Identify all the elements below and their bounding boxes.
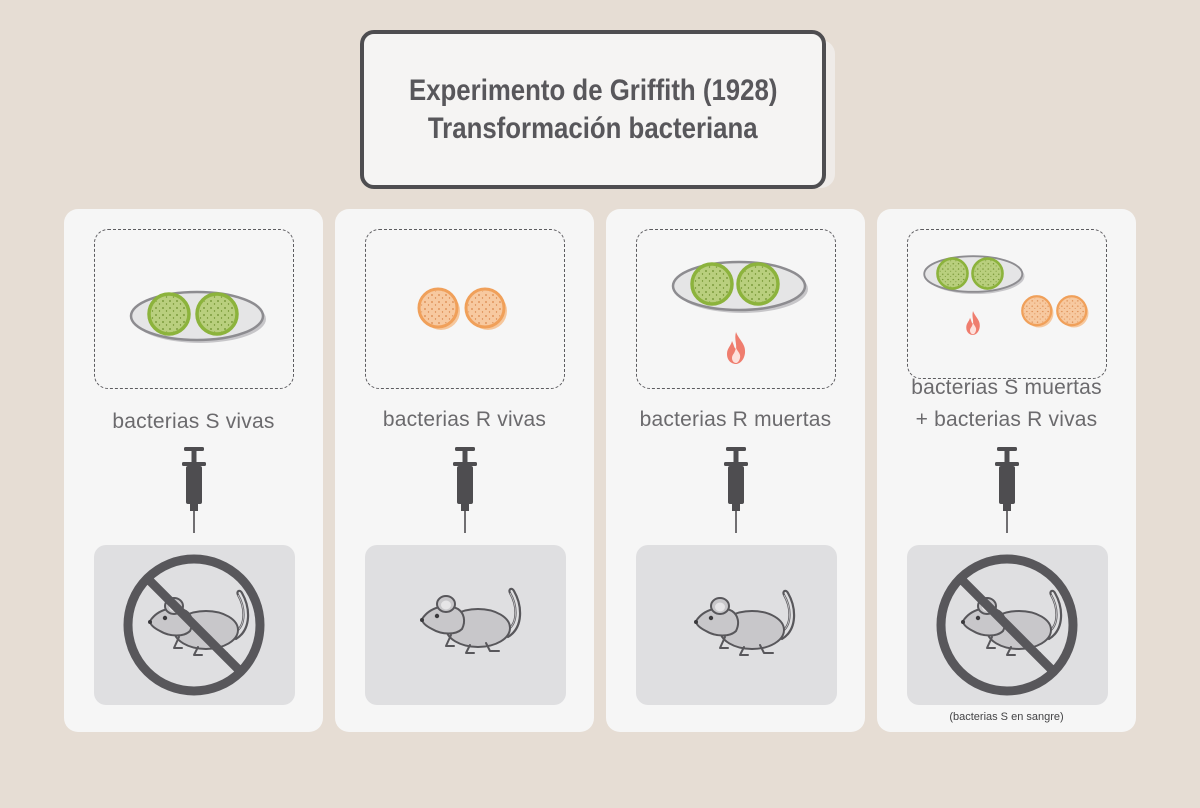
- title-box: Experimento de Griffith (1928) Transform…: [360, 30, 826, 189]
- syringe-icon: [721, 447, 751, 533]
- syringe-icon: [450, 447, 480, 533]
- mouse-icon: [692, 589, 796, 657]
- title-line-1: Experimento de Griffith (1928): [408, 73, 778, 107]
- flame-icon: [966, 311, 980, 335]
- mouse-icon: [418, 587, 522, 655]
- panel-label-line-1: bacterias S muertas: [911, 376, 1102, 399]
- panel-s-dead-plus-r-living: bacterias S muertas + bacterias R vivas …: [877, 209, 1136, 732]
- panel-r-living: bacterias R vivas: [335, 209, 594, 732]
- s-bacteria-icon: [690, 262, 734, 306]
- panel-s-living: bacterias S vivas: [64, 209, 323, 732]
- bacteria-scene: [94, 229, 294, 389]
- s-bacteria-icon: [147, 292, 191, 336]
- s-bacteria-icon: [936, 257, 969, 290]
- s-bacteria-icon: [971, 257, 1004, 290]
- prohibited-icon: [128, 559, 260, 691]
- bacteria-scene: [907, 229, 1107, 379]
- panel-label-line-2: + bacterias R vivas: [915, 408, 1098, 431]
- mouse-box-alive: [365, 545, 566, 705]
- panel-label: bacterias S vivas: [112, 410, 275, 433]
- mouse-box-dead: [907, 545, 1108, 705]
- syringe-icon: [179, 447, 209, 533]
- mouse-box-alive: [636, 545, 837, 705]
- panel-label: bacterias R vivas: [382, 408, 547, 431]
- r-bacteria-icon: [464, 287, 509, 332]
- s-bacteria-icon: [736, 262, 780, 306]
- bacteria-scene: [636, 229, 836, 389]
- mouse-box-dead: [94, 545, 295, 705]
- r-bacteria-icon: [1056, 295, 1090, 329]
- syringe-icon: [992, 447, 1022, 533]
- panel-r-dead: bacterias R muertas: [606, 209, 865, 732]
- flame-icon: [727, 332, 746, 364]
- panel-label: bacterias R muertas: [639, 408, 832, 431]
- r-bacteria-icon: [1021, 295, 1055, 329]
- prohibited-icon: [941, 559, 1073, 691]
- r-bacteria-icon: [417, 287, 462, 332]
- bacteria-scene: [365, 229, 565, 389]
- title-line-2: Transformación bacteriana: [428, 111, 758, 145]
- s-bacteria-icon: [195, 292, 239, 336]
- blood-note: (bacterias S en sangre): [949, 711, 1064, 723]
